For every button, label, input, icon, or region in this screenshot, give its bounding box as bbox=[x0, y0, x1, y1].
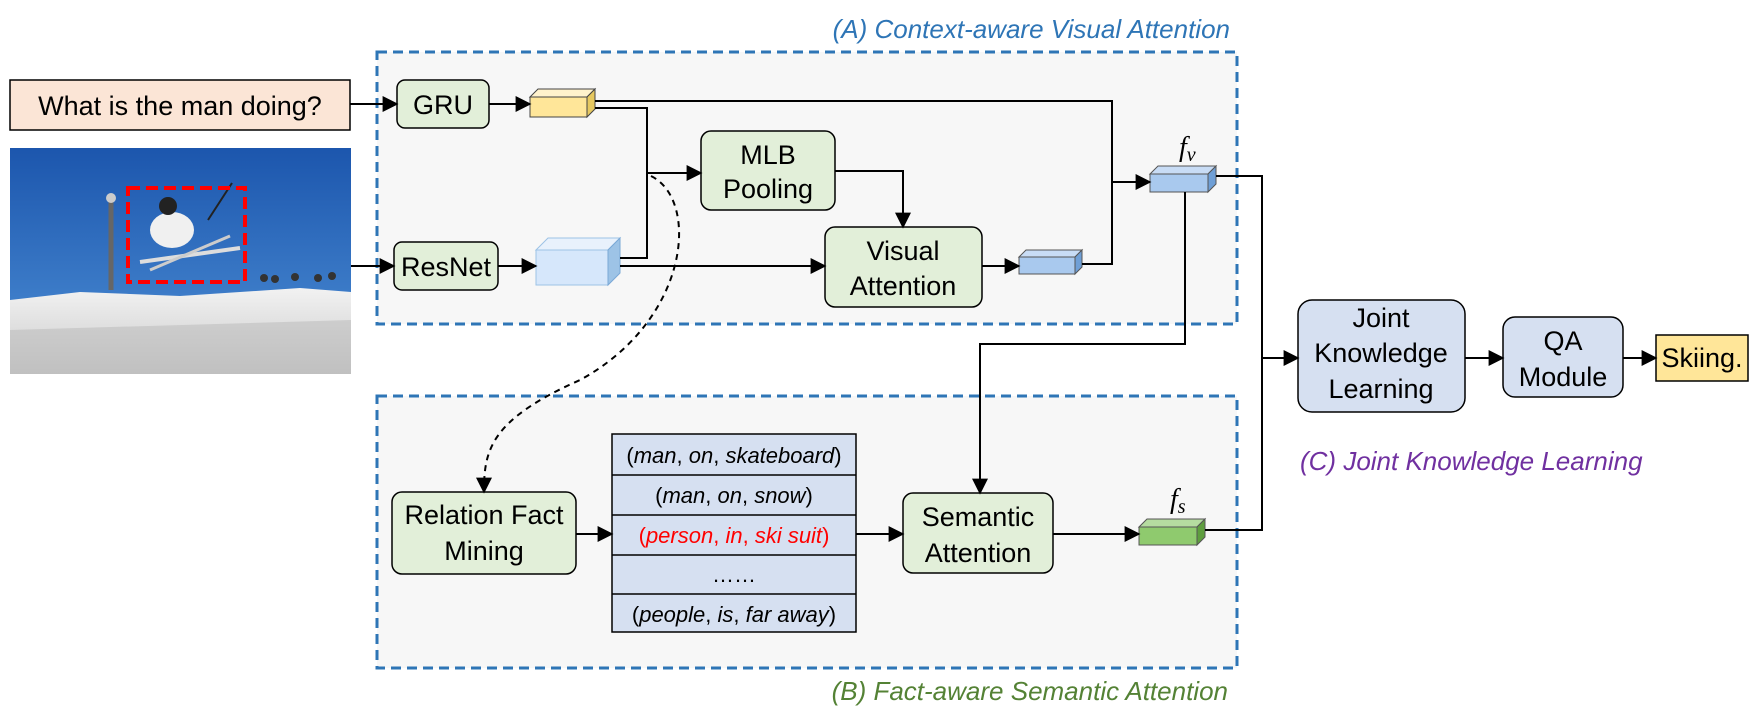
fv-label: fv bbox=[1179, 132, 1196, 166]
fact-row-highlighted: (person, in, ski suit) bbox=[639, 523, 830, 548]
fs-feature-block bbox=[1137, 517, 1207, 547]
jkl-label-line1: Joint bbox=[1352, 303, 1410, 333]
fact-row: (man, on, snow) bbox=[655, 483, 813, 508]
arrow-fv-to-jkl bbox=[1216, 175, 1300, 366]
fs-label: fs bbox=[1170, 484, 1186, 518]
line-image-to-mlb bbox=[620, 173, 648, 259]
section-c-title: (C) Joint Knowledge Learning bbox=[1300, 446, 1643, 476]
fact-row: (people, is, far away) bbox=[632, 602, 836, 627]
sematt-label-line2: Attention bbox=[925, 538, 1032, 568]
answer-text: Skiing. bbox=[1661, 343, 1742, 373]
qa-label-line1: QA bbox=[1543, 326, 1582, 356]
image-feature-block bbox=[534, 236, 622, 287]
arrow-fv-to-semantic-attention bbox=[972, 192, 1186, 495]
arrow-mlb-to-visual-attention bbox=[835, 170, 911, 229]
arrow-question-feature-to-fv bbox=[595, 100, 1152, 190]
fact-table: (man, on, skateboard) (man, on, snow) (p… bbox=[611, 433, 857, 633]
section-a-title: (A) Context-aware Visual Attention bbox=[833, 14, 1230, 44]
skier-photo bbox=[10, 148, 351, 374]
sematt-label-line1: Semantic bbox=[922, 502, 1035, 532]
attended-visual-block bbox=[1017, 248, 1084, 276]
visatt-label-line2: Attention bbox=[850, 271, 957, 301]
resnet-label: ResNet bbox=[401, 252, 492, 282]
rfm-label-line1: Relation Fact bbox=[404, 500, 564, 530]
answer-box bbox=[1655, 334, 1749, 382]
line-visual-feature-to-fv bbox=[1082, 182, 1113, 265]
rfm-label-line2: Mining bbox=[444, 536, 524, 566]
fact-row-ellipsis: …… bbox=[712, 562, 756, 587]
jkl-label-line3: Learning bbox=[1328, 374, 1433, 404]
fv-feature-block bbox=[1148, 164, 1218, 194]
qa-label-line2: Module bbox=[1519, 362, 1608, 392]
question-feature-block bbox=[528, 87, 597, 119]
mlb-label-line1: MLB bbox=[740, 140, 796, 170]
mlb-label-line2: Pooling bbox=[723, 174, 813, 204]
connectors bbox=[350, 96, 1658, 542]
section-b-title: (B) Fact-aware Semantic Attention bbox=[832, 676, 1228, 706]
fact-row: (man, on, skateboard) bbox=[626, 443, 841, 468]
question-text: What is the man doing? bbox=[38, 91, 322, 121]
arrow-question-to-mlb bbox=[595, 107, 703, 181]
gru-label: GRU bbox=[413, 90, 473, 120]
visatt-label-line1: Visual bbox=[866, 236, 939, 266]
jkl-label-line2: Knowledge bbox=[1314, 338, 1448, 368]
dashed-arrow-to-relation-fact-mining bbox=[476, 175, 680, 494]
detection-box bbox=[126, 186, 247, 284]
question-box bbox=[9, 79, 351, 131]
line-fs-to-jkl bbox=[1205, 358, 1263, 531]
